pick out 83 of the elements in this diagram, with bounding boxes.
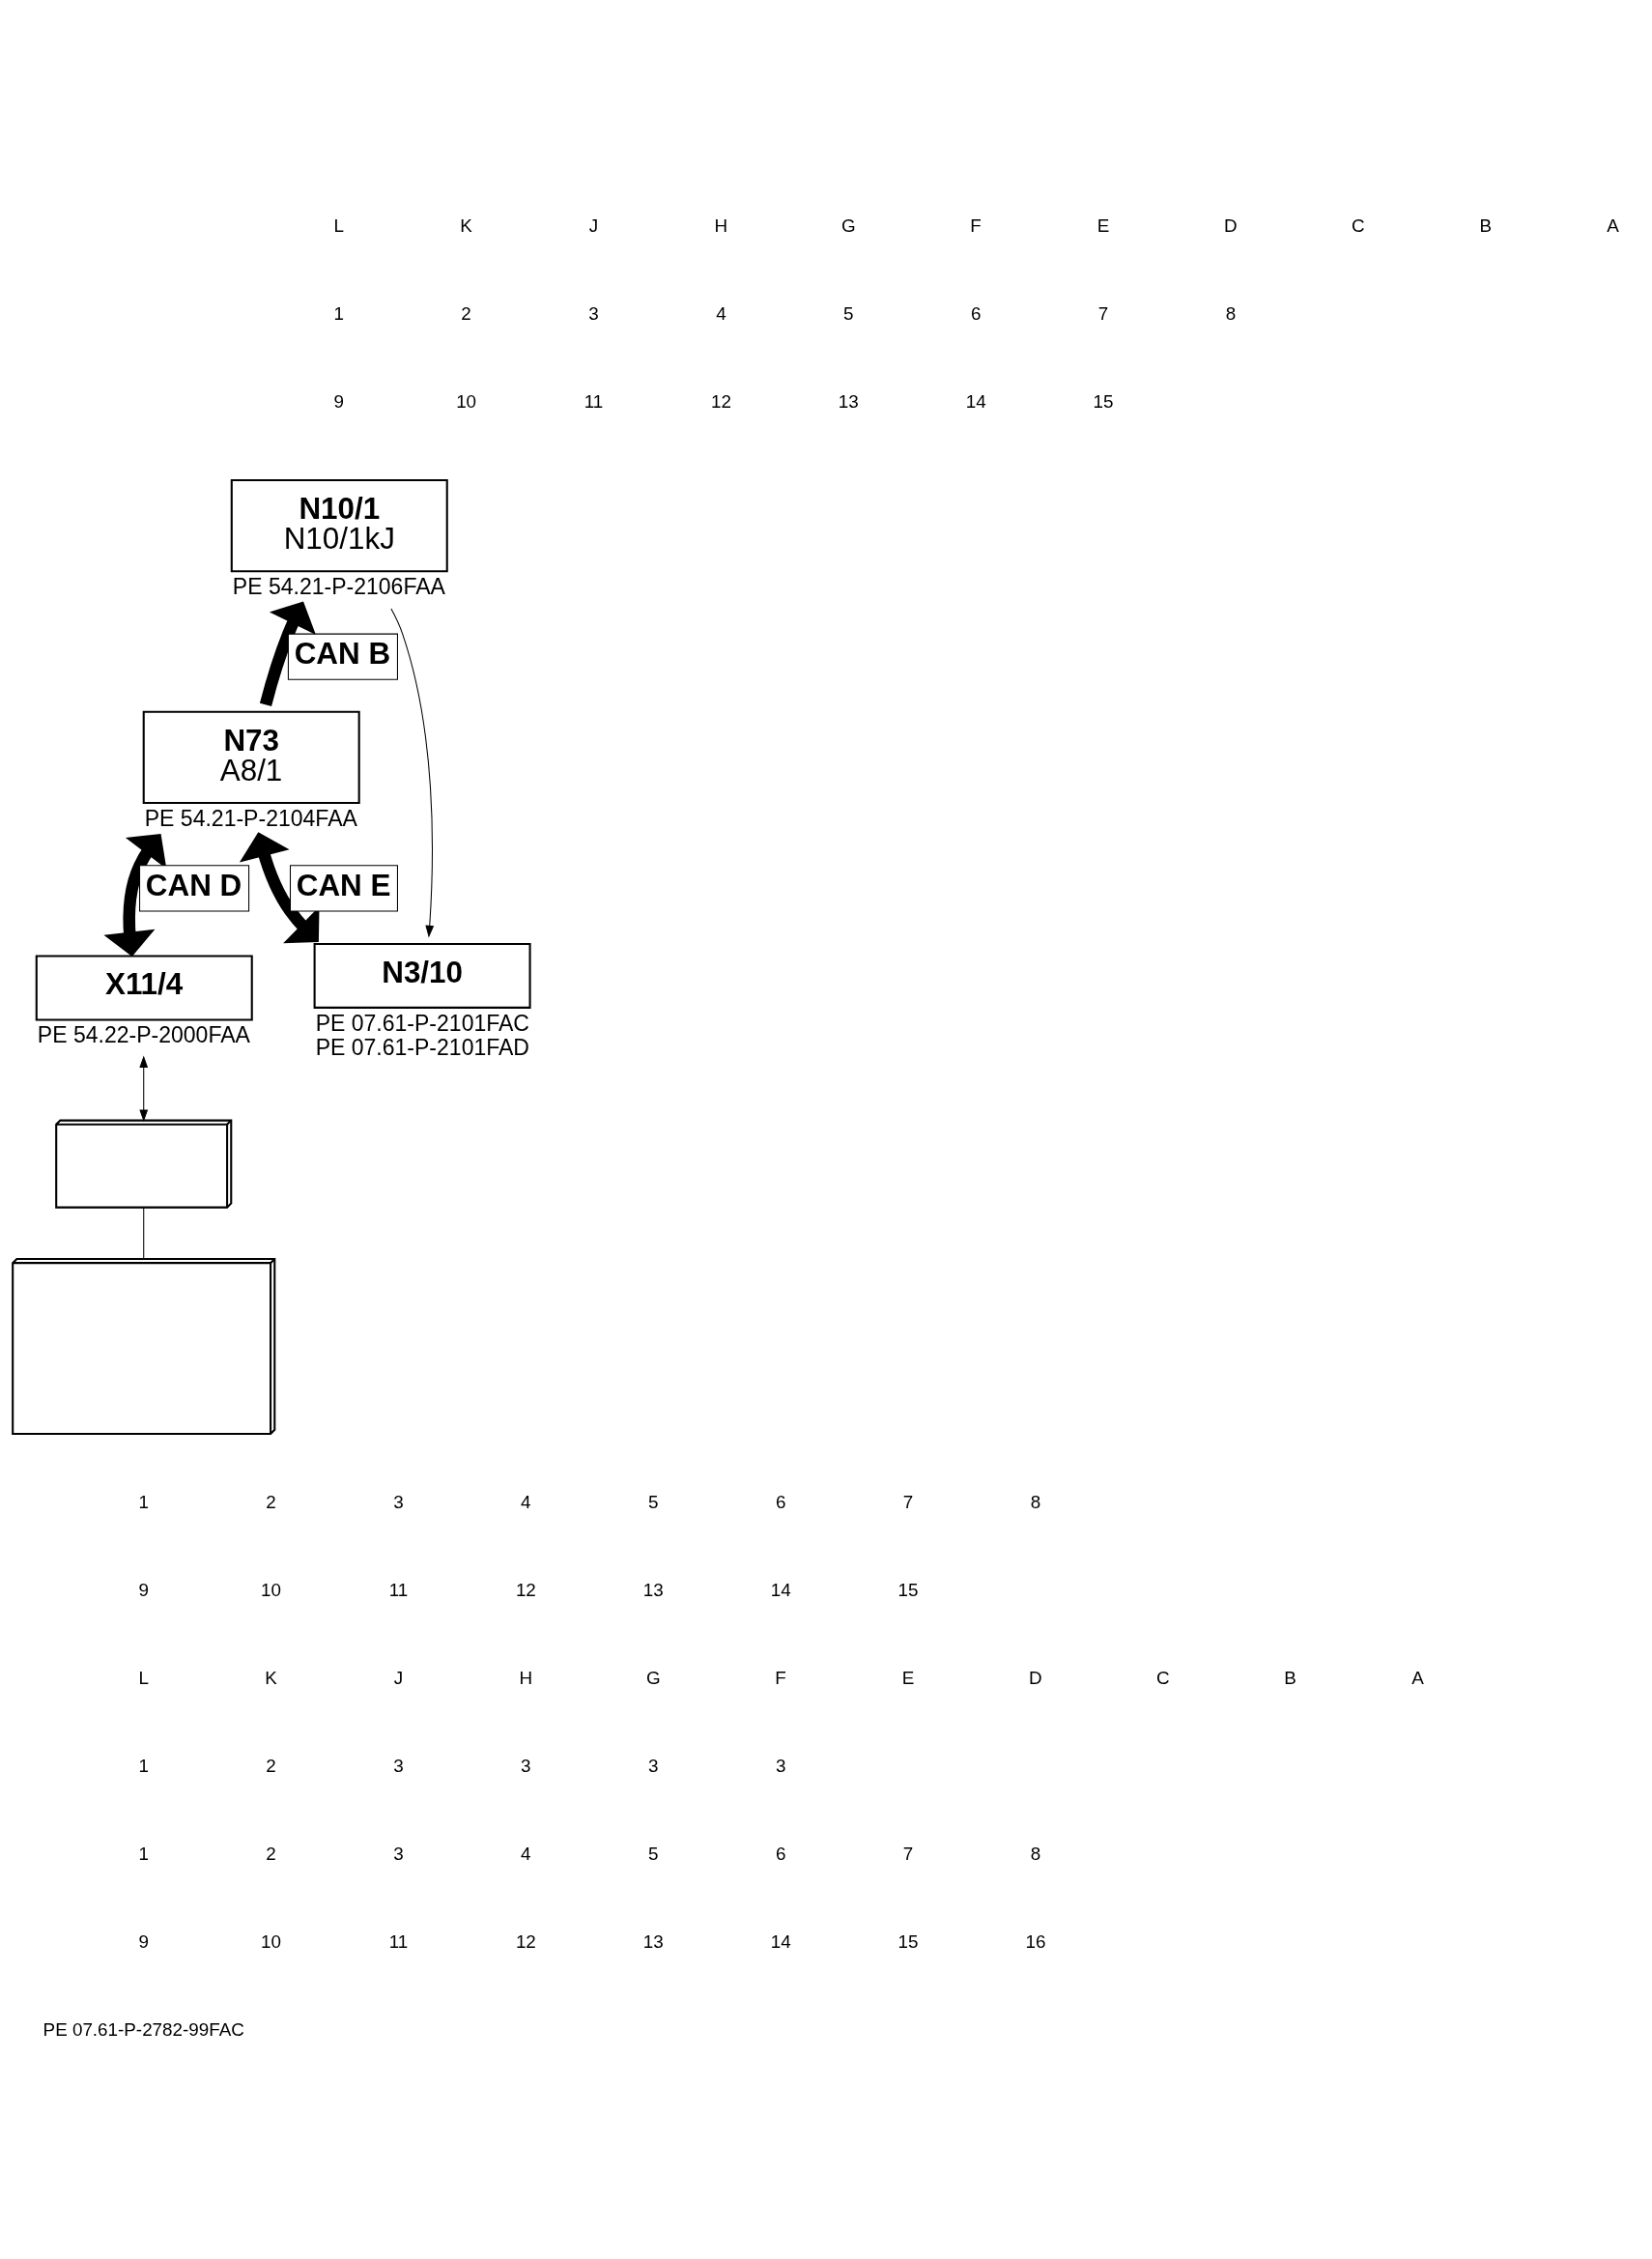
edge-label: CAN B [294,637,390,672]
label: 3 [647,1756,658,1777]
label: F [969,214,982,236]
label: 3 [392,1491,404,1512]
label: E [1097,214,1109,236]
label: K [264,1668,277,1688]
label: 9 [137,1931,149,1953]
label: 11 [388,1931,408,1953]
label: 1 [137,1844,149,1865]
edge-label: CAN E [296,868,390,902]
label: 12 [515,1931,536,1953]
label: C [1351,214,1365,236]
edge-label: CAN D [145,868,242,902]
label: 5 [647,1844,658,1865]
label: 8 [1030,1491,1040,1512]
label: 4 [715,303,726,325]
node-label: PE 54.21-P-2106FAA [232,573,445,599]
label: 14 [965,391,986,413]
label: 2 [265,1491,276,1512]
label: G [645,1668,661,1688]
label: 12 [710,391,731,413]
label: 15 [1093,391,1113,413]
label: 3 [587,303,599,325]
label: 3 [392,1756,404,1777]
label: J [393,1668,403,1688]
label: E [901,1668,914,1688]
label: A [1410,1668,1424,1688]
label: 15 [897,1579,918,1600]
label: 10 [260,1931,281,1953]
label: 11 [388,1579,408,1600]
label: 13 [642,1931,664,1953]
label: 7 [902,1844,913,1865]
label: 1 [137,1491,149,1512]
label: 2 [265,1844,276,1865]
label: L [137,1668,149,1688]
label: 6 [970,303,981,325]
label: 9 [333,391,344,413]
label: 2 [265,1756,276,1777]
node-label: PE 54.21-P-2104FAA [144,805,357,831]
label: 2 [460,303,471,325]
label: 3 [392,1844,404,1865]
label: B [1283,1668,1296,1688]
label: PE 07.61-P-2782-99FAC [43,2019,244,2041]
label: 10 [260,1579,281,1600]
label: H [519,1668,532,1688]
label: 14 [770,1931,791,1953]
label: L [333,214,344,236]
label: 8 [1225,303,1236,325]
label: 10 [455,391,476,413]
label: 14 [770,1579,791,1600]
label: 4 [520,1491,531,1512]
label: 5 [842,303,854,325]
label: D [1028,1668,1042,1688]
label: 13 [838,391,859,413]
label: 11 [584,391,603,413]
label: A [1606,214,1619,236]
label: H [714,214,727,236]
label: 4 [520,1844,531,1865]
label: B [1478,214,1492,236]
node-label: PE 07.61-P-2101FAD [315,1034,529,1060]
label: 6 [775,1844,785,1865]
label: D [1223,214,1238,236]
label: 9 [137,1579,149,1600]
label: 12 [515,1579,536,1600]
node-label: PE 54.22-P-2000FAA [37,1022,250,1048]
label: 3 [520,1756,531,1777]
label: 1 [137,1756,149,1777]
label: 8 [1030,1844,1040,1865]
label: K [459,214,472,236]
label: 7 [902,1491,913,1512]
label: 1 [333,303,344,325]
label: 5 [647,1491,658,1512]
label: 16 [1024,1931,1045,1953]
label: 7 [1097,303,1108,325]
label: 3 [775,1756,785,1777]
label: J [588,214,598,236]
label: F [774,1668,786,1688]
label: C [1155,1668,1170,1688]
label: 13 [642,1579,664,1600]
node-label: PE 07.61-P-2101FAC [315,1010,529,1036]
label: 6 [775,1491,785,1512]
label: G [840,214,856,236]
label: 15 [897,1931,918,1953]
